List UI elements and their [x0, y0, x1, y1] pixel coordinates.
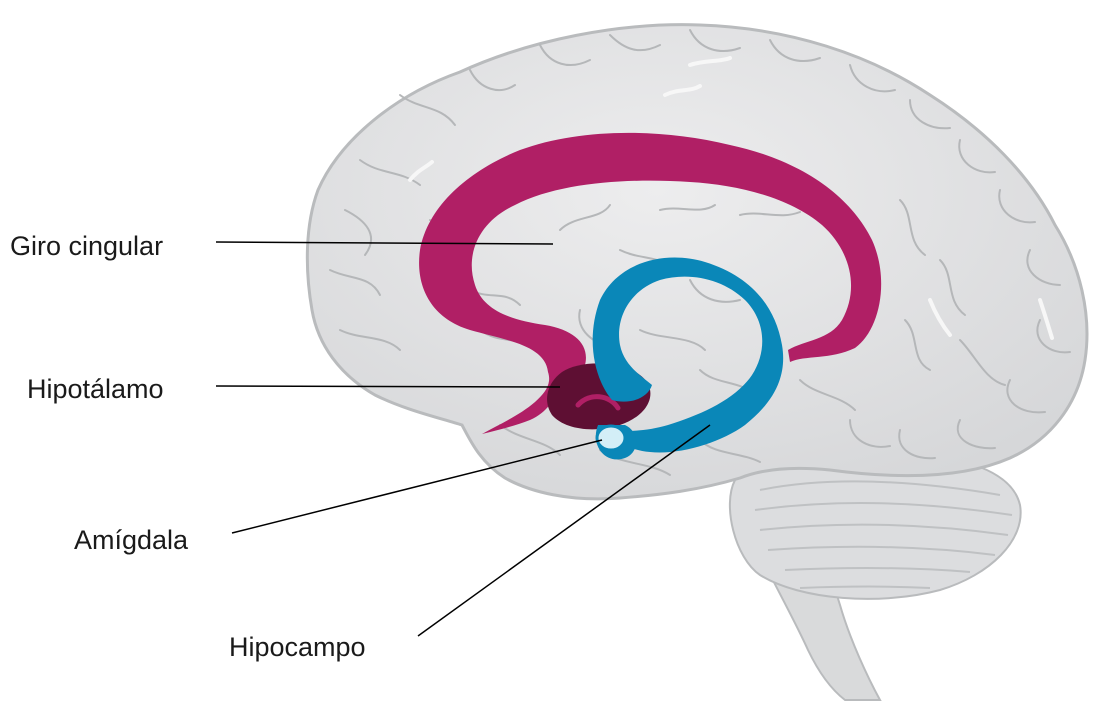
hypothalamus-leader: [216, 386, 560, 387]
hypothalamus-label: Hipotálamo: [27, 376, 164, 403]
amygdala-shape: [597, 426, 625, 450]
amygdala-label: Amígdala: [74, 527, 188, 554]
cingulate-gyrus-label: Giro cingular: [10, 233, 163, 260]
hippocampus-label: Hipocampo: [229, 634, 366, 661]
